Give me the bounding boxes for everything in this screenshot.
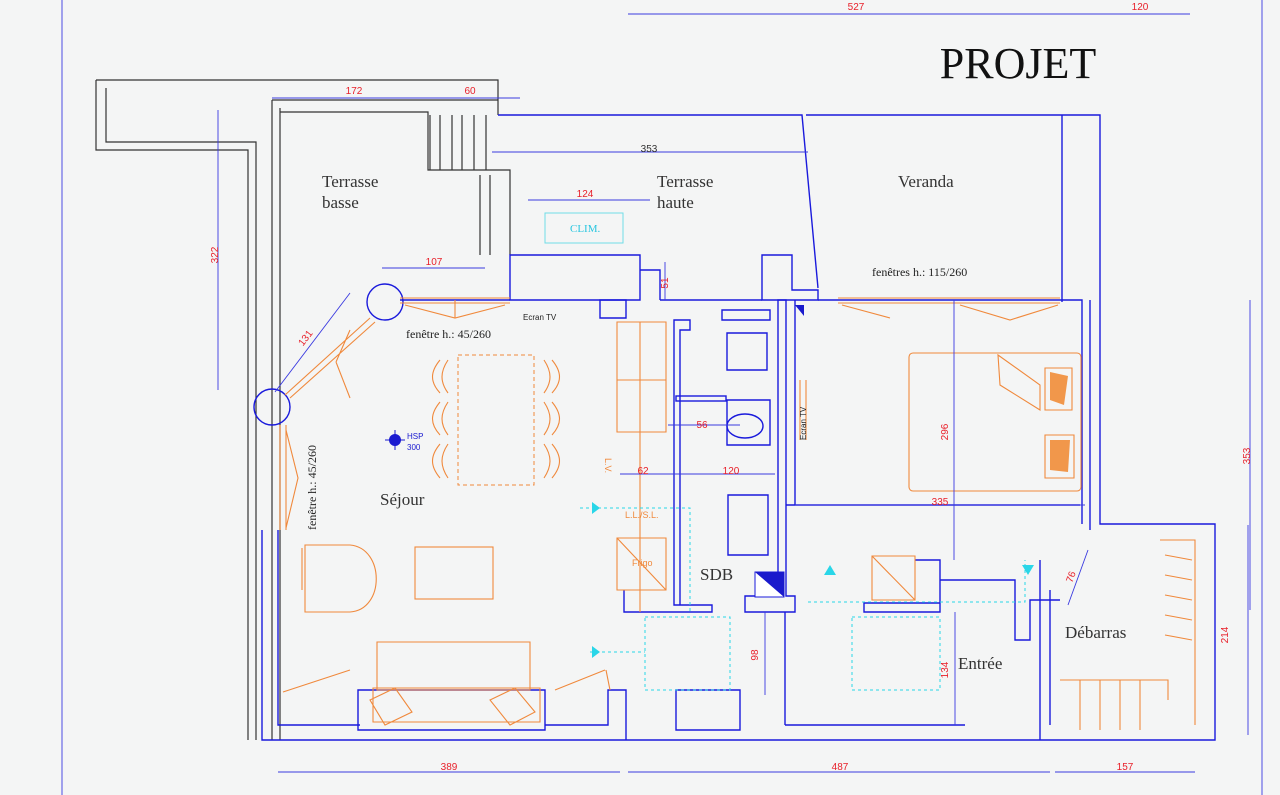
labels-fenetre-sejour-left: fenêtre h.: 45/260 (305, 445, 319, 530)
room-sejour: Séjour (380, 490, 425, 509)
room-terrasse-haute: Terrasse (657, 172, 713, 191)
dimensions-t172: 172 (346, 86, 363, 97)
dimensions-t76: 76 (1065, 570, 1079, 585)
room-debarras: Débarras (1065, 623, 1126, 642)
circulation-lines (544, 212, 1034, 691)
dimensions-top-120: 120 (1132, 2, 1149, 13)
coffee-table (414, 546, 494, 600)
dimensions-right-353: 353 (1242, 447, 1253, 464)
windows (279, 297, 1060, 693)
bed (908, 352, 1082, 492)
dimensions-t56: 56 (696, 420, 708, 431)
walls (253, 114, 1216, 741)
labels-fenetres-veranda: fenêtres h.: 115/260 (872, 265, 967, 279)
dimension-lines (217, 13, 1251, 773)
room-sdb: SDB (700, 565, 733, 584)
dimensions-t134: 134 (940, 661, 951, 678)
dimensions-t51: 51 (660, 277, 671, 289)
labels-hsp-value: 300 (407, 443, 421, 452)
dimensions-bottom-389: 389 (441, 762, 458, 773)
dimensions-bottom-487: 487 (832, 762, 849, 773)
labels-fenetre-sejour-top: fenêtre h.: 45/260 (406, 327, 491, 341)
sheet-frame (61, 0, 1263, 795)
dimensions-right-214: 214 (1220, 626, 1231, 643)
annotations: CLIM. fenêtres h.: 115/260 fenêtre h.: 4… (305, 223, 967, 568)
labels-hsp: HSP (407, 432, 423, 441)
dimensions-t335: 335 (932, 497, 949, 508)
dimensions-t60: 60 (464, 86, 476, 97)
dimensions-t124: 124 (577, 189, 594, 200)
room-entree: Entrée (958, 654, 1002, 673)
hsp-marker-icon (385, 430, 405, 450)
labels-frigo: Frigo (632, 558, 653, 568)
dimensions-bottom-157: 157 (1117, 762, 1134, 773)
labels-ecran-tv-1: Ecran TV (523, 313, 557, 322)
rooms-terrasse-basse-2: basse (322, 193, 359, 212)
dimensions-t120: 120 (723, 466, 740, 477)
dimensions-t296: 296 (940, 423, 951, 440)
clim-unit (544, 212, 624, 244)
labels-llsl: L.L./S.L. (625, 510, 659, 520)
room-veranda: Veranda (898, 172, 954, 191)
labels-clim: CLIM. (570, 223, 601, 235)
dimensions-t131: 131 (297, 328, 316, 348)
project-title: PROJET (940, 39, 1097, 88)
labels-lv: L.V. (603, 458, 613, 473)
room-terrasse-basse: Terrasse (322, 172, 378, 191)
dimensions-t62: 62 (637, 466, 649, 477)
dimensions-t98: 98 (750, 649, 761, 661)
room-labels: Terrasse basse Terrasse haute Veranda Sé… (322, 172, 1126, 673)
dimensions-left-322: 322 (210, 246, 221, 263)
dimension-values: 527 120 172 60 353 124 322 107 51 131 56… (210, 2, 1253, 773)
rooms-terrasse-haute-2: haute (657, 193, 694, 212)
furniture (301, 309, 1196, 730)
dimensions-t353: 353 (641, 144, 658, 155)
terrace-railings (95, 79, 511, 740)
labels-ecran-tv-2: Ecran TV (799, 406, 808, 440)
dimensions-top-527: 527 (848, 2, 865, 13)
dimensions-t107: 107 (426, 257, 443, 268)
